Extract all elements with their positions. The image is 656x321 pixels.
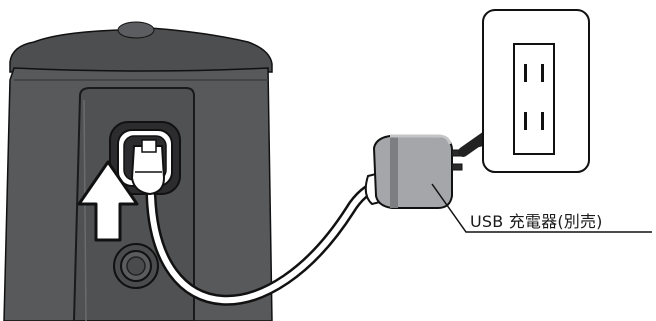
callout-leader — [431, 183, 652, 233]
usb-cable — [145, 177, 388, 306]
usb-charger — [364, 134, 463, 209]
device — [3, 21, 273, 321]
charger-callout-label: USB 充電器(別売) — [470, 212, 603, 231]
device-top-knob — [117, 21, 155, 39]
wall-outlet — [482, 9, 590, 173]
cable-plug-device-end — [130, 139, 166, 196]
up-arrow-icon — [77, 160, 139, 242]
